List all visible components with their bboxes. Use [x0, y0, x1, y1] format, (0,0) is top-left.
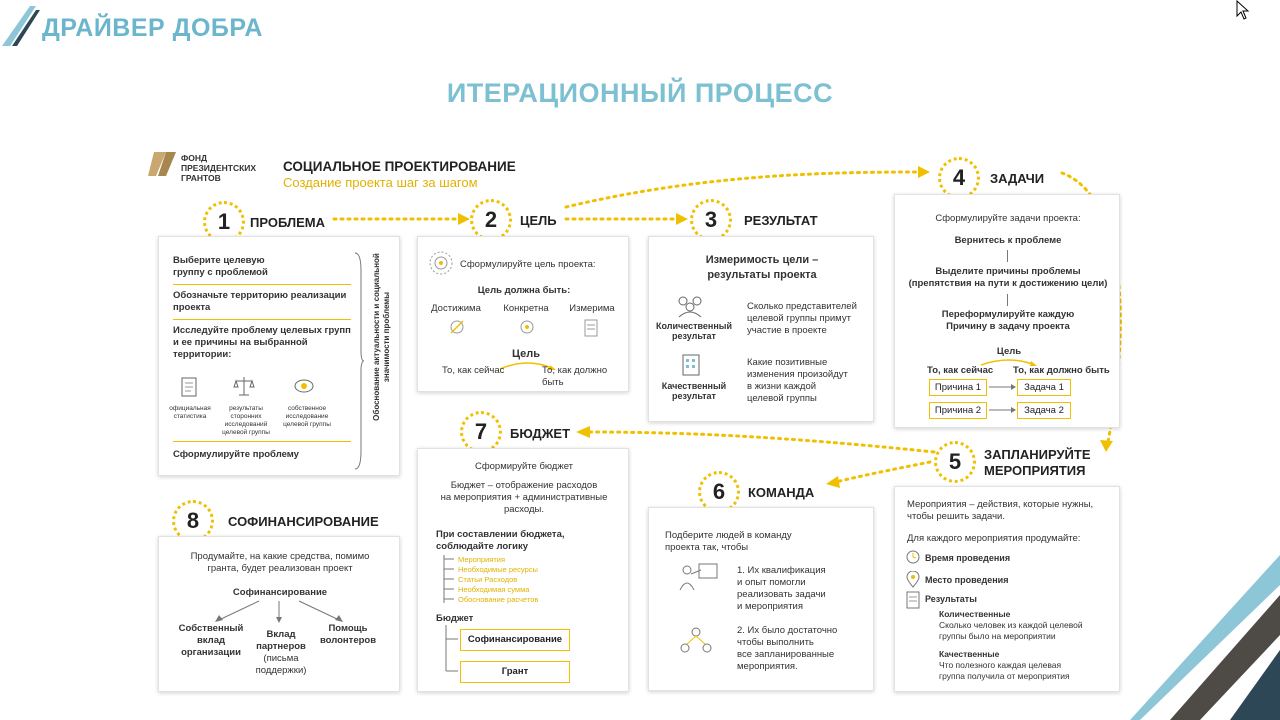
- logic-bracket: [443, 555, 454, 603]
- task-2-box: Задача 2: [1017, 402, 1071, 419]
- step-3-title: РЕЗУЛЬТАТ: [744, 213, 818, 228]
- document-icon: [181, 377, 197, 397]
- report-icon: [906, 591, 920, 609]
- cofinancing-box: Софинансирование: [460, 629, 570, 651]
- logo-stripes-icon: [2, 6, 40, 46]
- scales-icon: [233, 377, 255, 396]
- step-7-card: Сформируйте бюджет Бюджет – отображение …: [417, 448, 629, 692]
- step-4-number: 4: [938, 157, 980, 199]
- check-target-icon: [450, 320, 464, 334]
- target-icon: [429, 251, 453, 275]
- step-2-title: ЦЕЛЬ: [520, 213, 557, 228]
- task-1-box: Задача 1: [1017, 379, 1071, 396]
- step-2-number: 2: [470, 199, 512, 241]
- brand-logo-text: ДРАЙВЕР ДОБРА: [42, 14, 263, 42]
- building-icon: [682, 354, 700, 376]
- fund-name: ФОНД ПРЕЗИДЕНТСКИХ ГРАНТОВ: [181, 153, 257, 183]
- step-7-number: 7: [460, 411, 502, 453]
- step-4-card: Сформулируйте задачи проекта: Вернитесь …: [894, 194, 1120, 428]
- list-icon: [584, 319, 598, 337]
- cursor-icon: [1236, 0, 1250, 20]
- step-3-number: 3: [690, 199, 732, 241]
- location-icon: [906, 571, 920, 588]
- team-network-icon: [680, 627, 712, 653]
- goal-arc-2: [980, 359, 1037, 366]
- corner-stripes-icon: [1130, 555, 1280, 720]
- header-title: СОЦИАЛЬНОЕ ПРОЕКТИРОВАНИЕ: [283, 159, 516, 174]
- step-1-title: ПРОБЛЕМА: [250, 215, 325, 230]
- page-title: ИТЕРАЦИОННЫЙ ПРОЦЕСС: [446, 78, 834, 108]
- team-presentation-icon: [679, 563, 718, 591]
- clock-icon: [906, 550, 920, 564]
- step-3-card: Измеримость цели –результаты проекта Кол…: [648, 236, 874, 422]
- eye-icon: [294, 379, 314, 393]
- step-2-card: Сформулируйте цель проекта: Цель должна …: [417, 236, 629, 392]
- header-subtitle: Создание проекта шаг за шагом: [283, 175, 478, 190]
- curly-brace-icon: [354, 252, 365, 470]
- dart-icon: [520, 320, 534, 334]
- cause-task-arrows: [989, 384, 1016, 413]
- step-5-card: Мероприятия – действия, которые нужны,чт…: [894, 486, 1120, 692]
- step-6-title: КОМАНДА: [748, 485, 815, 500]
- fund-logo-icon: [148, 152, 176, 176]
- step-8-title: СОФИНАНСИРОВАНИЕ: [228, 514, 379, 529]
- step-8-number: 8: [172, 500, 214, 542]
- step-4-title: ЗАДАЧИ: [990, 171, 1045, 186]
- step-7-title: БЮДЖЕТ: [510, 426, 571, 441]
- goal-arc: [499, 362, 556, 370]
- grant-box: Грант: [460, 661, 570, 683]
- cause-1-box: Причина 1: [929, 379, 987, 396]
- cofinancing-arrows: [215, 600, 343, 623]
- people-icon: [678, 296, 702, 318]
- budget-bracket: [445, 625, 458, 672]
- cause-2-box: Причина 2: [929, 402, 987, 419]
- step-5-number: 5: [934, 441, 976, 483]
